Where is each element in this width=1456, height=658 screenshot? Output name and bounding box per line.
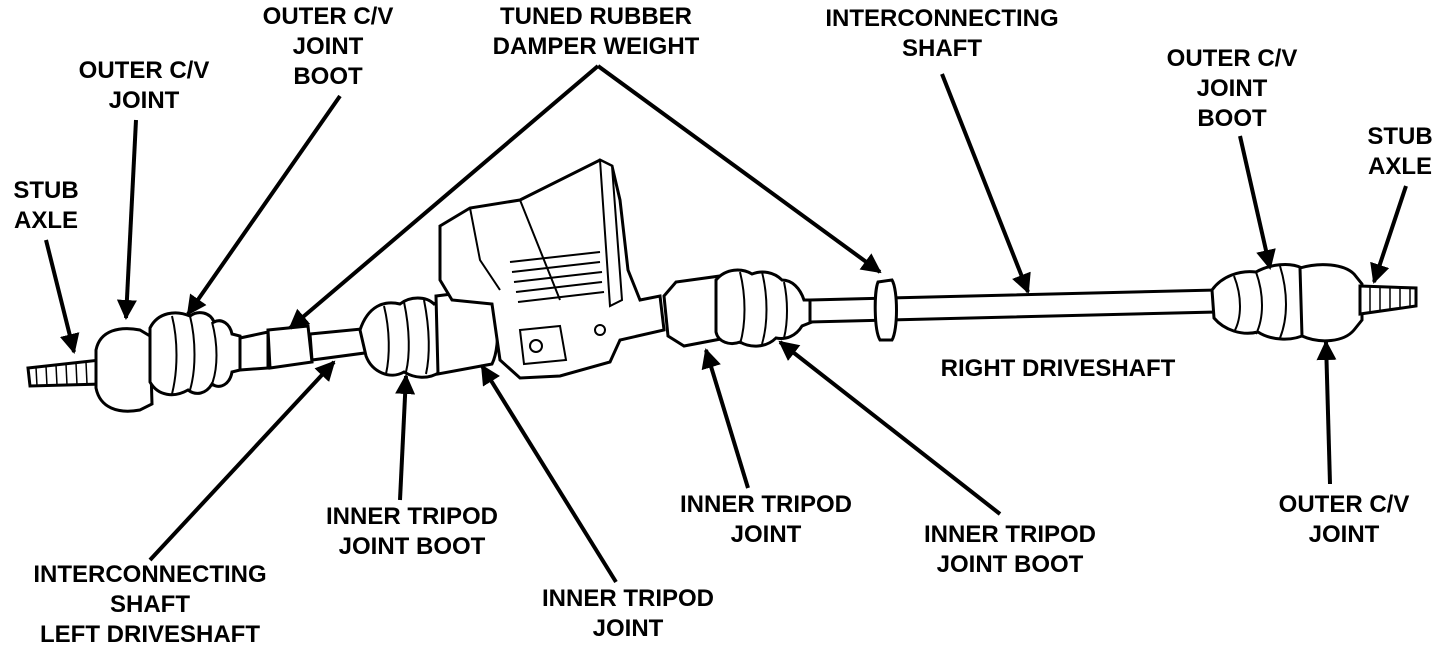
leader-arrows — [44, 64, 1408, 584]
label-inner-tripod-boot-right: INNER TRIPOD JOINT BOOT — [923, 521, 1097, 578]
left-damper-weight — [266, 324, 314, 370]
left-outer-cv-joint — [94, 327, 154, 413]
label-outer-cv-boot-right: OUTER C/V JOINT BOOT — [1166, 45, 1298, 132]
arrow-stub-axle-left — [44, 239, 80, 354]
arrow-inner-joint-left — [480, 364, 618, 584]
right-driveshaft — [662, 263, 1418, 348]
left-driveshaft — [26, 288, 500, 413]
right-interconnecting-shaft — [808, 288, 1218, 324]
label-inner-tripod-joint-right: INNER TRIPOD JOINT — [679, 491, 853, 548]
arrow-outer-cv-joint-right — [1316, 340, 1337, 485]
label-interconnecting-shaft-right: INTERCONNECTING SHAFT — [825, 5, 1059, 62]
arrow-outer-cv-joint-left — [116, 119, 138, 320]
label-stub-axle-right: STUB AXLE — [1367, 123, 1433, 180]
arrow-interconnecting-right — [940, 73, 1031, 294]
left-stub-axle — [26, 358, 104, 388]
arrow-damper-left — [288, 64, 600, 330]
label-interconnecting-shaft-left: INTERCONNECTING SHAFT LEFT DRIVESHAFT — [33, 561, 267, 648]
label-stub-axle-left: STUB AXLE — [13, 177, 79, 234]
label-outer-cv-boot-left: OUTER C/V JOINT BOOT — [262, 3, 394, 90]
arrow-damper-right — [596, 64, 882, 274]
transaxle — [438, 158, 666, 380]
label-inner-tripod-joint-left: INNER TRIPOD JOINT — [541, 585, 715, 642]
label-right-driveshaft: RIGHT DRIVESHAFT — [940, 355, 1176, 382]
label-inner-tripod-boot-left: INNER TRIPOD JOINT BOOT — [325, 503, 499, 560]
arrow-inner-boot-left — [395, 374, 416, 501]
arrow-outer-cv-boot-right — [1238, 135, 1276, 270]
label-outer-cv-joint-left: OUTER C/V JOINT — [78, 57, 210, 114]
left-shaft-segment — [238, 330, 270, 372]
arrow-outer-cv-boot-left — [186, 94, 342, 316]
right-stub-axle — [1358, 284, 1418, 316]
label-damper-weight: TUNED RUBBER DAMPER WEIGHT — [492, 3, 700, 60]
right-damper-weight — [873, 278, 898, 342]
arrow-interconnecting-left — [148, 360, 336, 562]
right-outer-cv-joint — [1298, 263, 1364, 343]
arrow-inner-joint-right — [701, 348, 750, 489]
label-outer-cv-joint-right: OUTER C/V JOINT — [1278, 491, 1410, 548]
arrow-stub-axle-right — [1370, 185, 1408, 284]
arrow-inner-boot-right — [778, 340, 1002, 516]
